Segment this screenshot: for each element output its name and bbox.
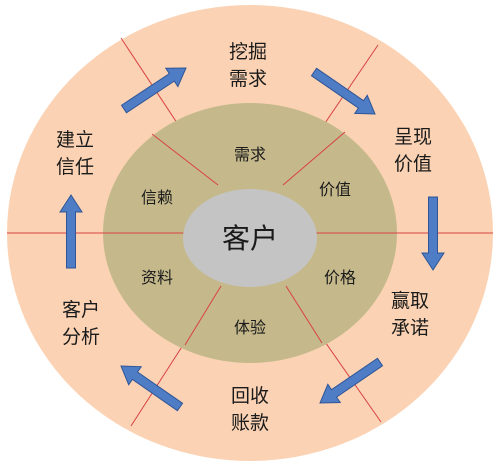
outer-label-present-line2: 价值 [394, 153, 432, 175]
inner-divider-top-left [151, 133, 219, 186]
outer-label-present-line1: 呈现 [394, 126, 432, 148]
arrow-analyze-to-build [59, 194, 83, 269]
inner-divider-lines [103, 131, 397, 346]
outer-label-build-line1: 建立 [56, 129, 94, 151]
inner-label-need: 需求 [234, 145, 266, 164]
outer-label-commit-line2: 承诺 [391, 317, 429, 339]
inner-divider-top-right [282, 131, 346, 186]
outer-label-build-line2: 信任 [56, 156, 94, 178]
arrow-commit-to-collect [319, 357, 384, 404]
inner-label-trust: 信赖 [141, 188, 173, 207]
inner-label-price: 价格 [324, 268, 356, 287]
outer-label-analyze-line2: 分析 [62, 326, 100, 348]
outer-label-collect-line2: 账款 [231, 412, 269, 434]
outer-label-dig-line2: 需求 [229, 68, 267, 90]
inner-label-data: 资料 [141, 268, 173, 287]
flow-arrows [59, 67, 445, 412]
arrow-present-to-commit [421, 196, 445, 271]
center-label: 客户 [222, 222, 278, 255]
outer-label-dig-line1: 挖掘 [229, 41, 267, 63]
outer-label-analyze-line1: 客户 [62, 299, 100, 321]
arrow-collect-to-analyze [120, 365, 184, 412]
inner-divider-bottom-left [184, 285, 222, 346]
center-circle [183, 189, 317, 287]
inner-label-value: 价值 [319, 180, 351, 199]
outer-label-commit-line1: 赢取 [391, 290, 429, 312]
arrow-dig-to-present [310, 67, 376, 115]
inner-divider-bottom-right [285, 285, 323, 344]
outer-label-collect-line1: 回收 [231, 385, 269, 407]
arrow-build-to-dig [120, 67, 187, 114]
inner-label-experience: 体验 [234, 318, 266, 337]
